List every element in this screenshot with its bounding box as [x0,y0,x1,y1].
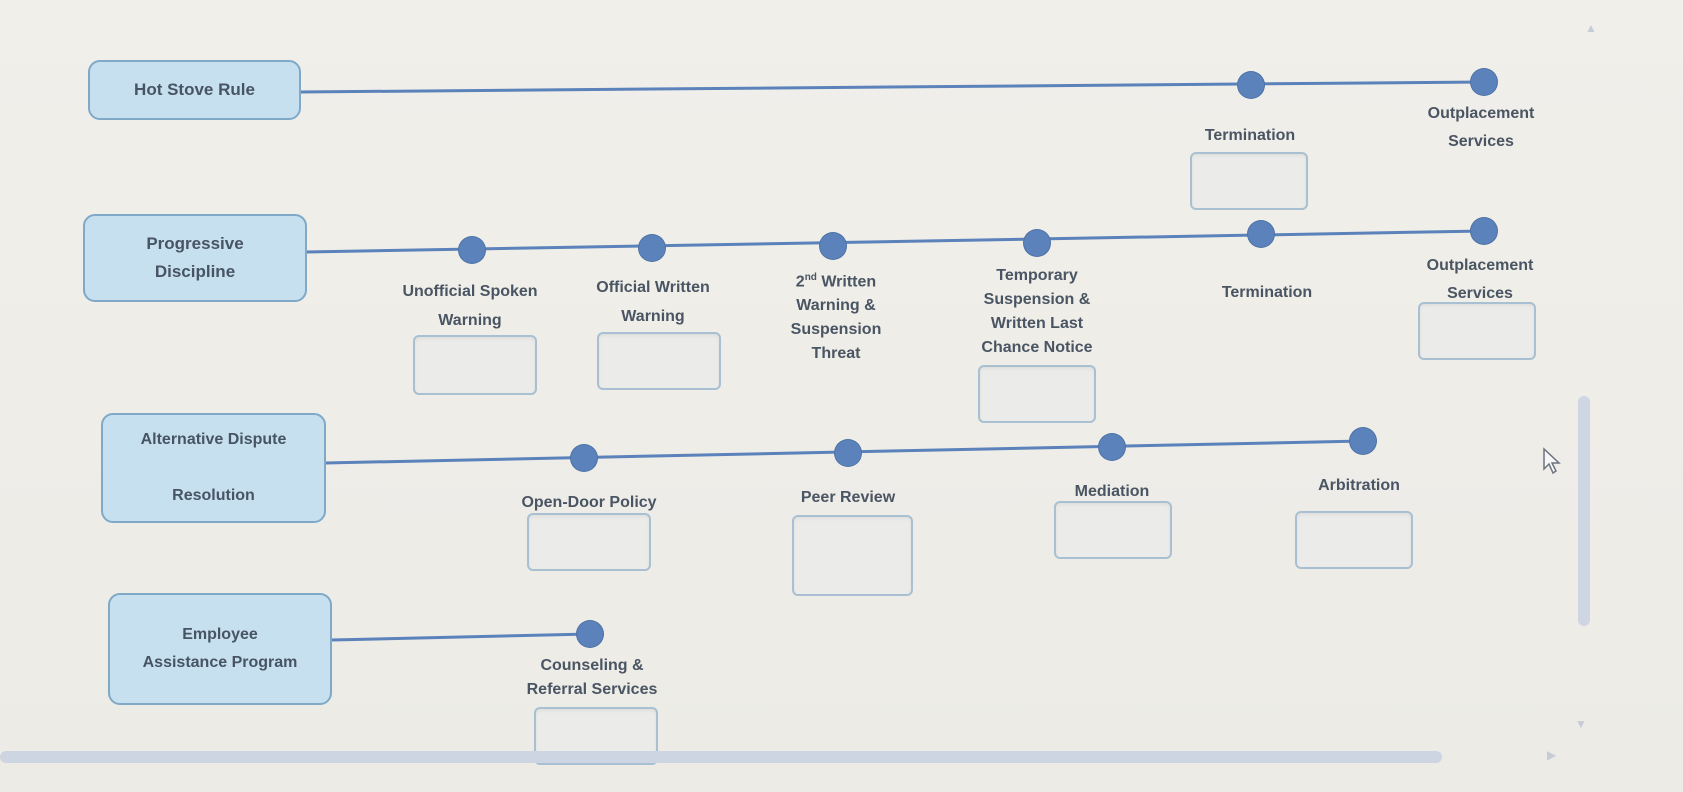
stage-dot [1248,221,1274,247]
triangle-up-icon[interactable]: ▲ [1585,21,1597,35]
ordinal-suffix: nd [804,272,817,283]
stage-label-outplacement-services: Outplacement Services [1426,257,1534,302]
connector-progressive-discipline [305,229,1485,254]
stage-dot [1099,434,1125,460]
stage-dot [835,440,861,466]
stage-dot [571,445,597,471]
stage-label-peer-review: Peer Review [800,489,896,506]
answer-box-temporary-suspension[interactable] [978,365,1096,423]
stage-label-arbitration: Arbitration [1318,477,1400,494]
stage-label-text: Written Warning & Suspension Threat [790,273,882,363]
stage-label-open-door-policy: Open-Door Policy [521,494,657,511]
vertical-scrollbar-thumb[interactable] [1578,396,1590,626]
stage-dot [1471,218,1497,244]
stage-dot [459,237,485,263]
answer-box-unofficial-spoken-warning[interactable] [413,335,537,395]
answer-box-mediation[interactable] [1054,501,1172,559]
stage-label-termination: Termination [1221,284,1313,301]
stage-dot [820,233,846,259]
ordinal-number: 2 [795,273,805,291]
answer-box-official-written-warning[interactable] [597,332,721,390]
triangle-down-icon[interactable]: ▼ [1575,717,1587,731]
answer-box-outplacement-services[interactable] [1418,302,1536,360]
horizontal-scrollbar-thumb[interactable] [0,751,1442,763]
answer-box-open-door-policy[interactable] [527,513,651,571]
lane-employee-assistance-program: Employee Assistance Program [108,593,332,705]
lane-hot-stove-rule: Hot Stove Rule [88,60,301,120]
stage-label-second-written-warning: 2nd Written Warning & Suspension Threat [791,266,882,366]
mouse-pointer-icon [1543,447,1561,475]
connector-hot-stove [299,80,1485,94]
stage-label-mediation: Mediation [1074,483,1150,500]
connector-eap [331,632,591,642]
stage-label-official-written-warning: Official Written Warning [596,279,710,325]
stage-dot [1238,72,1264,98]
stage-label-temporary-suspension: Temporary Suspension & Written Last Chan… [981,267,1093,356]
stage-dot [1350,428,1376,454]
triangle-right-icon[interactable]: ▶ [1547,748,1557,762]
stage-label-counseling-referral: Counseling & Referral Services [526,657,658,698]
stage-dot [1024,230,1050,256]
answer-box-peer-review[interactable] [792,515,913,596]
stage-label-outplacement-services: Outplacement Services [1427,105,1535,150]
answer-box-termination[interactable] [1190,152,1308,210]
stage-dot [639,235,665,261]
lane-alternative-dispute-resolution: Alternative Dispute Resolution [101,413,326,523]
stage-dot [577,621,603,647]
lane-progressive-discipline: Progressive Discipline [83,214,307,302]
stage-label-termination: Termination [1204,127,1296,144]
stage-dot [1471,69,1497,95]
stage-label-unofficial-spoken-warning: Unofficial Spoken Warning [402,283,538,329]
answer-box-arbitration[interactable] [1295,511,1413,569]
